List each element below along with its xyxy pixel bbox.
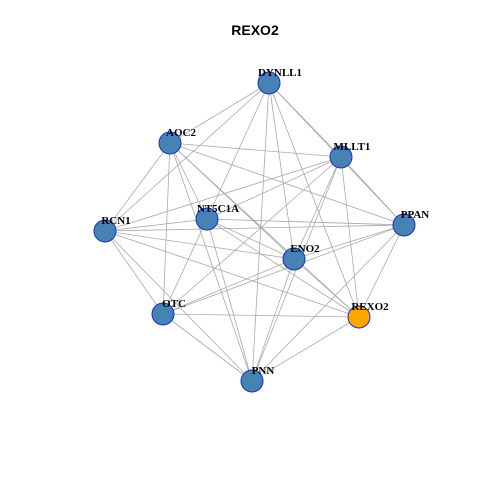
node-label-dynll1: DYNLL1 [258, 67, 302, 79]
node-circle-aoc2 [158, 131, 182, 155]
edge-otc-pnn [162, 313, 253, 382]
edge-dynll1-eno2 [268, 82, 295, 260]
node-label-mllt1: MLLT1 [334, 141, 371, 153]
node-mllt1: MLLT1 [329, 141, 371, 169]
edge-mllt1-ppan [340, 156, 405, 226]
edge-dynll1-pnn [251, 82, 270, 382]
node-circle-rexo2 [347, 305, 371, 329]
edge-ppan-rexo2 [358, 224, 405, 318]
node-ppan: PPAN [392, 209, 430, 237]
node-label-eno2: ENO2 [290, 243, 320, 255]
node-eno2: ENO2 [282, 243, 320, 271]
node-circle-ppan [392, 213, 416, 237]
node-otc: OTC [151, 298, 186, 326]
edge-rcn1-pnn [104, 230, 253, 382]
edge-ppan-otc [162, 224, 405, 315]
edge-nt5c1a-rexo2 [206, 218, 360, 318]
edge-rcn1-rexo2 [104, 230, 360, 318]
edge-aoc2-ppan [169, 142, 405, 226]
node-circle-mllt1 [329, 145, 353, 169]
edge-aoc2-rexo2 [169, 142, 360, 318]
edge-mllt1-rexo2 [340, 156, 360, 318]
node-rcn1: RCN1 [93, 215, 131, 243]
edge-dynll1-aoc2 [169, 82, 270, 144]
node-circle-eno2 [282, 247, 306, 271]
edge-mllt1-eno2 [293, 156, 342, 260]
edge-layer [104, 82, 405, 382]
node-label-aoc2: AOC2 [166, 127, 196, 139]
node-rexo2: REXO2 [347, 301, 389, 329]
edge-rcn1-otc [104, 230, 164, 315]
chart-title: REXO2 [231, 22, 279, 38]
edge-nt5c1a-eno2 [206, 218, 295, 260]
edge-aoc2-nt5c1a [169, 142, 208, 220]
edge-rexo2-pnn [251, 316, 360, 382]
node-pnn: PNN [240, 365, 275, 393]
edge-aoc2-rcn1 [104, 142, 171, 232]
node-label-nt5c1a: NT5C1A [197, 203, 239, 215]
node-circle-nt5c1a [195, 207, 219, 231]
edge-dynll1-rexo2 [268, 82, 360, 318]
node-label-ppan: PPAN [401, 209, 430, 221]
edge-aoc2-mllt1 [169, 142, 342, 158]
edge-aoc2-otc [162, 142, 171, 315]
edge-eno2-pnn [251, 258, 295, 382]
node-aoc2: AOC2 [158, 127, 196, 155]
edge-dynll1-rcn1 [104, 82, 270, 232]
node-label-pnn: PNN [252, 365, 275, 377]
edge-rcn1-nt5c1a [104, 218, 208, 232]
edge-otc-rexo2 [162, 313, 360, 318]
edge-eno2-rexo2 [293, 258, 360, 318]
edge-ppan-nt5c1a [206, 218, 405, 226]
node-label-otc: OTC [162, 298, 186, 310]
edge-aoc2-pnn [169, 142, 253, 382]
node-dynll1: DYNLL1 [257, 67, 302, 95]
edge-ppan-rcn1 [104, 224, 405, 232]
edge-mllt1-nt5c1a [206, 156, 342, 220]
node-circle-pnn [240, 369, 264, 393]
edge-ppan-eno2 [293, 224, 405, 260]
node-circle-rcn1 [93, 219, 117, 243]
edge-dynll1-nt5c1a [206, 82, 270, 220]
edge-ppan-pnn [251, 224, 405, 382]
edge-nt5c1a-pnn [206, 218, 253, 382]
edge-mllt1-otc [162, 156, 342, 315]
node-circle-dynll1 [257, 71, 281, 95]
edge-eno2-otc [162, 258, 295, 315]
edge-mllt1-rcn1 [104, 156, 342, 232]
node-circle-otc [151, 302, 175, 326]
node-label-rcn1: RCN1 [101, 215, 130, 227]
edge-nt5c1a-otc [162, 218, 208, 315]
node-nt5c1a: NT5C1A [195, 203, 239, 231]
node-label-rexo2: REXO2 [351, 301, 389, 313]
